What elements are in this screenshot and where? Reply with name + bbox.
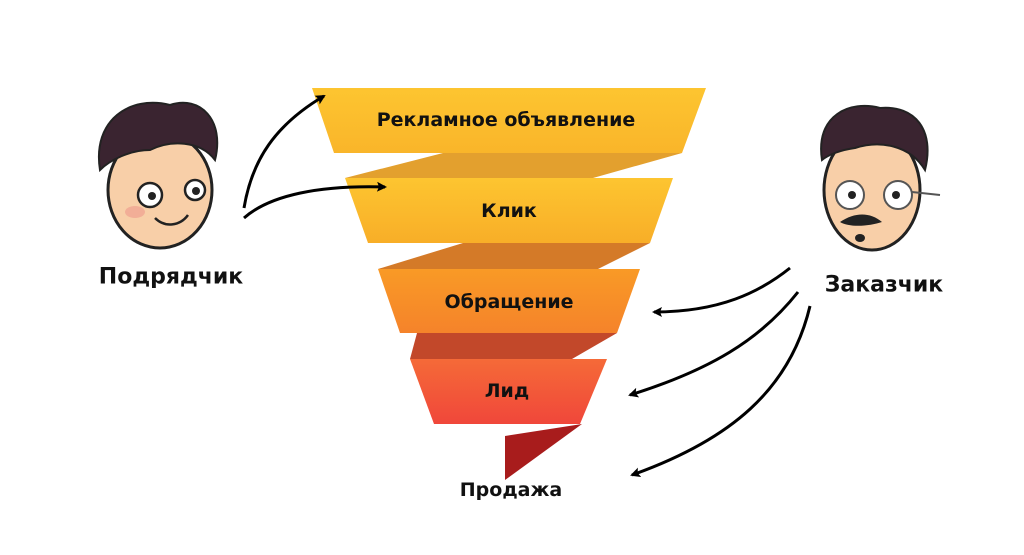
funnel-ribbon-3 (410, 333, 617, 359)
arrow-contractor-to-click (243, 181, 387, 220)
stage-label-sale: Продажа (459, 479, 563, 501)
arrow-customer-to-request (652, 266, 791, 317)
customer-avatar (820, 104, 941, 252)
funnel-band-3 (378, 269, 640, 333)
funnel-ribbon-1 (345, 153, 682, 178)
funnel-band-4 (410, 359, 607, 424)
arrow-contractor-to-ad (242, 94, 326, 209)
arrow-customer-to-sale (630, 305, 812, 478)
funnel-band-1 (312, 88, 706, 153)
stage-label-request: Обращение (444, 291, 574, 313)
funnel-band-2 (345, 178, 673, 243)
customer-label: Заказчик (824, 272, 944, 298)
stage-label-click: Клик (481, 200, 537, 222)
stage-label-lead: Лид (484, 380, 530, 402)
contractor-avatar (97, 101, 219, 250)
funnel-ribbon-sale (505, 424, 582, 480)
stage-label-ad: Рекламное объявление (376, 109, 636, 131)
arrow-customer-to-lead (628, 291, 800, 398)
contractor-label: Подрядчик (98, 264, 244, 290)
funnel-ribbon-2 (378, 243, 650, 269)
